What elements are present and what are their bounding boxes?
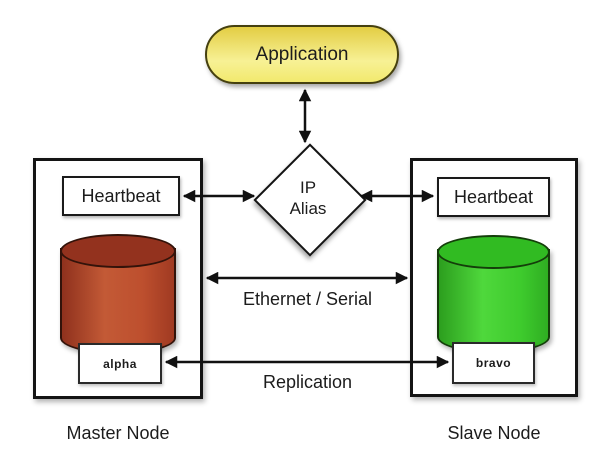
slave-disk-name: bravo (475, 356, 512, 370)
master-heartbeat-box: Heartbeat (62, 176, 180, 216)
master-node-title: Master Node (66, 423, 170, 443)
application-node: Application (205, 25, 399, 84)
slave-disk-name-box: bravo (452, 342, 535, 384)
application-label: Application (255, 43, 349, 65)
slave-node-title: Slave Node (447, 423, 541, 443)
master-disk-name: alpha (103, 356, 137, 371)
ip-alias-label-line2: Alias (289, 199, 327, 218)
ip-alias-label-line1: IP (299, 178, 317, 197)
replication-link-label: Replication (262, 372, 353, 392)
ip-alias-label: IP Alias (253, 143, 363, 253)
slave-heartbeat-box: Heartbeat (437, 177, 550, 217)
ethernet-serial-link-label: Ethernet / Serial (242, 289, 373, 309)
master-disk-name-box: alpha (78, 343, 162, 384)
ip-alias-diamond: IP Alias (253, 143, 367, 257)
master-heartbeat-label: Heartbeat (81, 185, 161, 206)
slave-heartbeat-label: Heartbeat (453, 186, 534, 207)
